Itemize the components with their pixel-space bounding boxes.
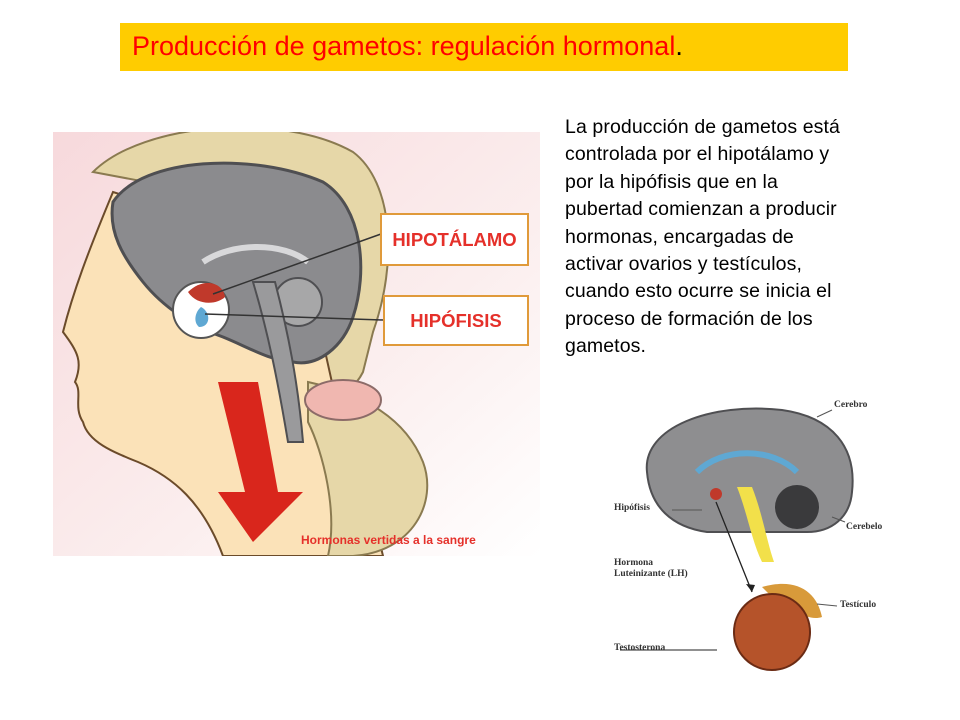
head-illustration: HIPOTÁLAMO HIPÓFISIS Hormonas vertidas a… <box>53 126 540 557</box>
pituitary-dot <box>710 488 722 500</box>
label-testiculo: Testículo <box>840 600 877 610</box>
brain-testicle-diagram: Cerebro Hipófisis Cerebelo Hormona Lutei… <box>612 392 922 676</box>
label-hipotalamo: HIPOTÁLAMO <box>380 213 529 266</box>
body-line: La producción de gametos está <box>565 116 840 138</box>
testiculo-pointer <box>816 603 838 607</box>
label-hormona: Hormona <box>614 558 654 568</box>
label-cerebelo: Cerebelo <box>846 522 883 532</box>
body-line: controlada por el hipotálamo y <box>565 143 830 166</box>
brain-stem <box>251 281 305 443</box>
cerebelo-pointer <box>831 516 846 523</box>
label-cerebro: Cerebro <box>834 400 868 410</box>
pituitary-mark <box>195 307 209 327</box>
description-paragraph: La producción de gametos está controlada… <box>565 114 910 361</box>
cerebro-pointer <box>816 409 833 418</box>
body-line: por la hipófisis que en la <box>565 170 778 193</box>
body-line: proceso de formación de los <box>565 307 813 330</box>
body-line: hormonas, encargadas de <box>565 225 794 248</box>
pointer-line-hipotalamo <box>212 233 382 295</box>
testicle <box>733 593 811 671</box>
corpus-callosum <box>201 244 310 265</box>
diagram-drawing <box>620 407 854 671</box>
label-testosterona: Testosterona <box>614 643 666 653</box>
title-banner: Producción de gametos: regulación hormon… <box>120 23 848 71</box>
body-line: cuando esto ocurre se inicia el <box>565 280 832 303</box>
label-luteinizante: Luteinizante (LH) <box>614 569 688 579</box>
body-line: activar ovarios y testículos, <box>565 253 802 276</box>
caption-hormonas: Hormonas vertidas a la sangre <box>301 533 476 547</box>
cerebellum-shape <box>775 485 819 529</box>
title-period: . <box>675 31 683 61</box>
lh-arrow <box>715 501 753 593</box>
lh-arrowhead <box>746 584 755 592</box>
hypothalamus-mark <box>188 282 225 303</box>
ventricle <box>694 450 800 475</box>
body-line: gametos. <box>565 335 647 358</box>
hair-tie <box>304 379 382 421</box>
label-hipofisis-diagram: Hipófisis <box>614 503 650 513</box>
hormone-arrow <box>218 382 303 542</box>
label-hipofisis: HIPÓFISIS <box>383 295 529 346</box>
body-line: pubertad comienzan a producir <box>565 198 837 221</box>
page-title: Producción de gametos: regulación hormon… <box>132 31 676 61</box>
brainstem-shape <box>737 487 774 562</box>
pointer-line-hipofisis <box>204 313 384 321</box>
